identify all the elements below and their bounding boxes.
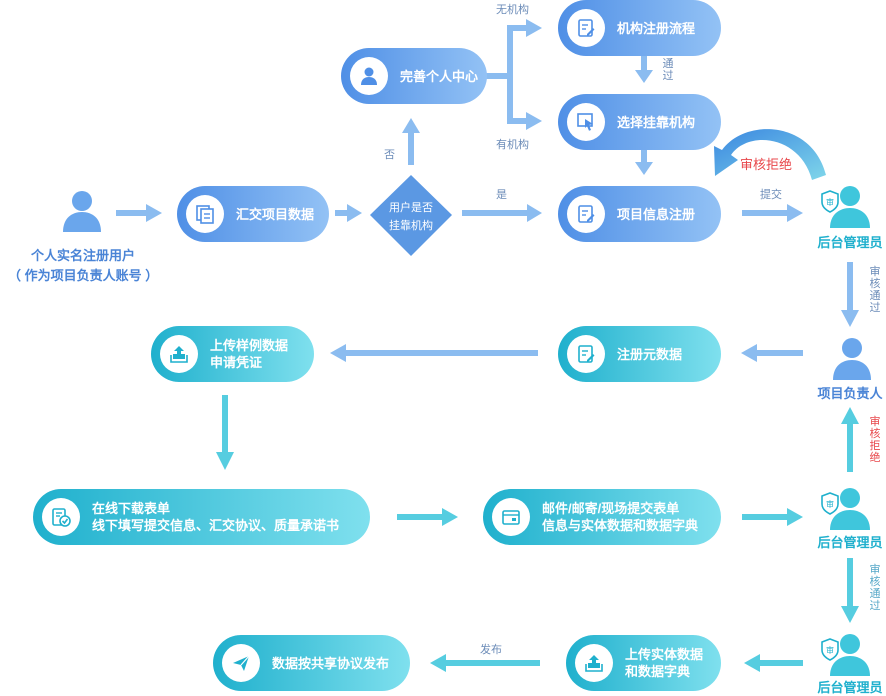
node-label: 项目信息注册	[617, 206, 696, 222]
node-label: 注册元数据	[617, 346, 683, 362]
admin-icon: 审	[821, 186, 870, 228]
node-label-line2: 和数据字典	[625, 664, 691, 679]
branch-line	[486, 25, 528, 124]
badge-text: 审	[826, 499, 834, 509]
arrow-metadata-to-sample	[330, 344, 538, 362]
node-label: 选择挂靠机构	[617, 114, 696, 130]
form-edit-icon	[567, 335, 605, 373]
node-label: 上传样例数据 申请凭证	[210, 337, 288, 371]
arrow-leader-to-metadata	[741, 344, 803, 362]
edge-label-review-reject: 审核拒绝	[740, 157, 793, 172]
node-label-line1: 邮件/邮寄/现场提交表单	[542, 501, 680, 516]
node-publish-data[interactable]: 数据按共享协议发布	[213, 635, 410, 691]
node-label-line1: 上传样例数据	[210, 338, 289, 353]
admin-label: 后台管理员	[817, 680, 883, 695]
start-user-line2: （ 作为项目负责人账号 ）	[8, 268, 159, 283]
admin-label: 后台管理员	[817, 235, 883, 250]
mail-box-icon	[492, 498, 530, 536]
node-label: 机构注册流程	[617, 20, 696, 36]
arrow-admin-to-leader	[841, 262, 859, 327]
arrow-user-to-submit	[116, 204, 162, 222]
decision-diamond	[370, 175, 452, 256]
edge-label-publish: 发布	[480, 644, 502, 656]
edge-label-review-pass: 审核通过	[869, 564, 881, 612]
edge-label-yes: 是	[496, 189, 507, 201]
upload-tray-icon	[160, 335, 198, 373]
arrow-admin3-to-entity	[744, 654, 803, 672]
edge-label-no: 否	[384, 149, 395, 161]
user-icon	[350, 57, 388, 95]
node-label-line2: 信息与实体数据和数据字典	[542, 518, 699, 533]
node-label-line1: 在线下载表单	[92, 501, 171, 516]
node-upload-entity-data[interactable]: 上传实体数据 和数据字典	[566, 635, 721, 691]
cursor-select-icon	[567, 103, 605, 141]
node-label: 邮件/邮寄/现场提交表单 信息与实体数据和数据字典	[542, 500, 698, 534]
node-complete-personal-center[interactable]: 完善个人中心	[341, 48, 487, 104]
node-mail-submit-form[interactable]: 邮件/邮寄/现场提交表单 信息与实体数据和数据字典	[483, 489, 721, 545]
admin-icon: 审	[821, 488, 870, 530]
arrow-choose-to-project	[635, 150, 653, 175]
edge-label-review-pass: 审核通过	[869, 266, 881, 314]
node-choose-affiliated-org[interactable]: 选择挂靠机构	[558, 94, 721, 150]
node-org-register-flow[interactable]: 机构注册流程	[558, 0, 721, 56]
reject-curve-arrow	[714, 129, 826, 180]
form-edit-icon	[567, 195, 605, 233]
node-label: 汇交项目数据	[236, 206, 315, 222]
upload-tray-icon	[575, 644, 613, 682]
node-label-line1: 上传实体数据	[625, 647, 704, 662]
leader-icon	[833, 338, 871, 380]
node-label-line2: 申请凭证	[210, 355, 263, 370]
arrow-entity-to-publish	[430, 654, 540, 672]
paper-plane-icon	[222, 644, 260, 682]
decision-text: 用户是否 挂靠机构	[372, 199, 450, 235]
edge-label-submit: 提交	[760, 189, 782, 201]
admin-label: 后台管理员	[817, 535, 883, 550]
node-upload-sample-data[interactable]: 上传样例数据 申请凭证	[151, 326, 314, 382]
start-user-line1: 个人实名注册用户	[30, 248, 135, 263]
arrow-download-to-mail	[397, 508, 458, 526]
decision-line2: 挂靠机构	[389, 220, 433, 232]
arrow-branch-has-org	[526, 112, 542, 130]
start-user-icon	[63, 191, 101, 232]
arrow-admin2-to-admin3	[841, 558, 859, 623]
node-label: 上传实体数据 和数据字典	[625, 646, 703, 680]
arrow-admin2-to-leader	[841, 407, 859, 472]
document-check-icon	[42, 498, 80, 536]
leader-label: 项目负责人	[817, 386, 883, 401]
arrow-submit-to-decision	[335, 204, 362, 222]
arrow-org-to-choose	[635, 56, 653, 83]
admin-icon: 审	[821, 634, 870, 676]
node-register-metadata[interactable]: 注册元数据	[558, 326, 721, 382]
edge-label-has-org: 有机构	[496, 139, 529, 151]
node-label-line2: 线下填写提交信息、汇交协议、质量承诺书	[92, 518, 340, 533]
decision-line1: 用户是否	[389, 202, 433, 214]
node-label: 在线下载表单 线下填写提交信息、汇交协议、质量承诺书	[92, 500, 339, 534]
start-user-label: 个人实名注册用户 （ 作为项目负责人账号 ）	[8, 246, 158, 286]
arrow-mail-to-admin2	[742, 508, 803, 526]
node-label: 完善个人中心	[400, 68, 479, 84]
node-submit-project-data[interactable]: 汇交项目数据	[177, 186, 329, 242]
arrow-project-to-admin	[742, 204, 803, 222]
arrow-decision-to-project	[462, 204, 542, 222]
edge-label-pass: 通过	[662, 58, 674, 82]
arrow-decision-to-center	[402, 118, 420, 165]
edge-label-no-org: 无机构	[496, 4, 529, 16]
badge-text: 审	[826, 197, 834, 207]
badge-text: 审	[826, 645, 834, 655]
node-project-info-register[interactable]: 项目信息注册	[558, 186, 721, 242]
arrow-branch-no-org	[526, 19, 542, 37]
form-edit-icon	[567, 9, 605, 47]
node-label: 数据按共享协议发布	[272, 655, 390, 671]
document-stack-icon	[186, 195, 224, 233]
arrow-sample-to-download	[216, 395, 234, 470]
edge-label-review-reject: 审核拒绝	[869, 416, 881, 464]
node-download-form[interactable]: 在线下载表单 线下填写提交信息、汇交协议、质量承诺书	[33, 489, 370, 545]
